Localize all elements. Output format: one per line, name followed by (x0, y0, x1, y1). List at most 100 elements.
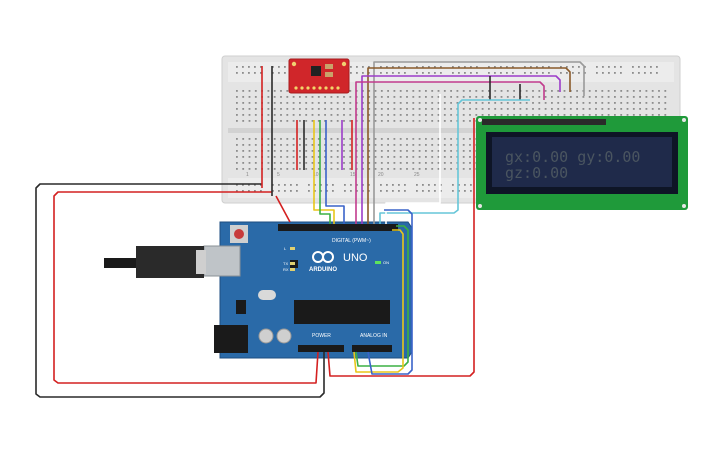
breadboard-hole (254, 108, 257, 110)
arduino-uno-board[interactable]: ARDUINO UNO DIGITAL (PWM~) POWER ANALOG … (203, 221, 413, 359)
breadboard-hole (374, 168, 377, 170)
breadboard-hole (639, 114, 641, 116)
breadboard-hole (278, 72, 280, 74)
breadboard-hole (658, 102, 660, 104)
breadboard-hole (620, 90, 623, 92)
breadboard-hole (386, 66, 388, 68)
breadboard-hole (639, 90, 641, 92)
breadboard-hole (286, 114, 289, 116)
breadboard-hole (488, 108, 490, 110)
breadboard-hole (362, 138, 364, 140)
breadboard-hole (488, 96, 490, 98)
breadboard-hole (536, 66, 538, 68)
breadboard-holes (236, 66, 667, 192)
breadboard-hole (557, 108, 560, 110)
breadboard-hole (416, 72, 418, 74)
breadboard-hole (626, 108, 629, 110)
digital-header (278, 224, 398, 231)
breadboard-hole (406, 96, 408, 98)
breadboard-hole (368, 66, 370, 68)
breadboard-hole (343, 162, 345, 164)
breadboard-hole (551, 114, 553, 116)
breadboard-hole (280, 102, 282, 104)
breadboard-hole (494, 108, 497, 110)
breadboard-hole (324, 102, 326, 104)
breadboard-hole (254, 162, 257, 164)
breadboard-hole (418, 108, 421, 110)
breadboard-hole (286, 156, 289, 158)
breadboard-hole (393, 150, 396, 152)
breadboard-hole (236, 156, 238, 158)
breadboard-hole (330, 162, 333, 164)
breadboard-hole (387, 114, 389, 116)
breadboard-hole (286, 162, 289, 164)
breadboard-hole (392, 72, 394, 74)
breadboard-hole (542, 66, 544, 68)
breadboard-hole (437, 108, 440, 110)
breadboard-hole (664, 114, 667, 116)
breadboard-hole (450, 156, 452, 158)
breadboard-hole (532, 102, 534, 104)
breadboard-hole (462, 96, 465, 98)
breadboard-hole (324, 144, 326, 146)
breadboard-hole (425, 102, 427, 104)
breadboard-hole (431, 138, 434, 140)
imu-sensor-module[interactable] (288, 58, 350, 94)
breadboard-hole (336, 156, 339, 158)
breadboard-hole (362, 114, 364, 116)
breadboard-hole (311, 96, 314, 98)
breadboard-hole (412, 114, 415, 116)
breadboard-hole (273, 156, 276, 158)
breadboard-hole (602, 72, 604, 74)
breadboard-hole (656, 72, 658, 74)
breadboard-hole (292, 114, 295, 116)
breadboard-hole (506, 90, 509, 92)
breadboard-hole (412, 138, 415, 140)
breadboard-hole (576, 96, 578, 98)
breadboard-hole (418, 138, 421, 140)
breadboard-hole (500, 90, 503, 92)
breadboard-hole (412, 150, 415, 152)
breadboard-hole (399, 138, 402, 140)
breadboard-hole (566, 66, 568, 68)
breadboard-hole (374, 114, 377, 116)
breadboard-hole (551, 102, 553, 104)
breadboard-hole (280, 108, 282, 110)
breadboard-hole (626, 96, 629, 98)
reset-button[interactable] (234, 229, 244, 239)
breadboard-hole (317, 96, 320, 98)
breadboard-hole (386, 184, 388, 186)
breadboard-hole (236, 66, 238, 68)
breadboard-hole (242, 108, 245, 110)
analog-pins-label: ANALOG IN (360, 333, 388, 339)
breadboard-hole (393, 120, 396, 122)
breadboard-hole (343, 144, 345, 146)
breadboard-hole (620, 72, 622, 74)
breadboard-hole (273, 114, 276, 116)
breadboard-hole (462, 162, 465, 164)
breadboard-hole (387, 156, 389, 158)
breadboard-hole (500, 102, 503, 104)
breadboard-hole (595, 102, 597, 104)
breadboard-hole (506, 72, 508, 74)
wire-blue-analog (367, 209, 413, 375)
breadboard-hole (380, 120, 383, 122)
breadboard-hole (412, 102, 415, 104)
breadboard-hole (544, 90, 547, 92)
breadboard-hole (458, 66, 460, 68)
breadboard-hole (664, 96, 667, 98)
breadboard-hole (368, 72, 370, 74)
breadboard-hole (284, 72, 286, 74)
breadboard-hole (349, 150, 352, 152)
breadboard-hole (525, 90, 528, 92)
breadboard-hole (349, 156, 352, 158)
breadboard-hole (588, 108, 591, 110)
breadboard-hole (311, 120, 314, 122)
breadboard-hole (412, 108, 415, 110)
breadboard-hole (399, 102, 402, 104)
breadboard-hole (332, 190, 334, 192)
breadboard-hole (242, 150, 245, 152)
breadboard-hole (551, 108, 553, 110)
breadboard-hole (317, 150, 320, 152)
breadboard-hole (248, 144, 251, 146)
